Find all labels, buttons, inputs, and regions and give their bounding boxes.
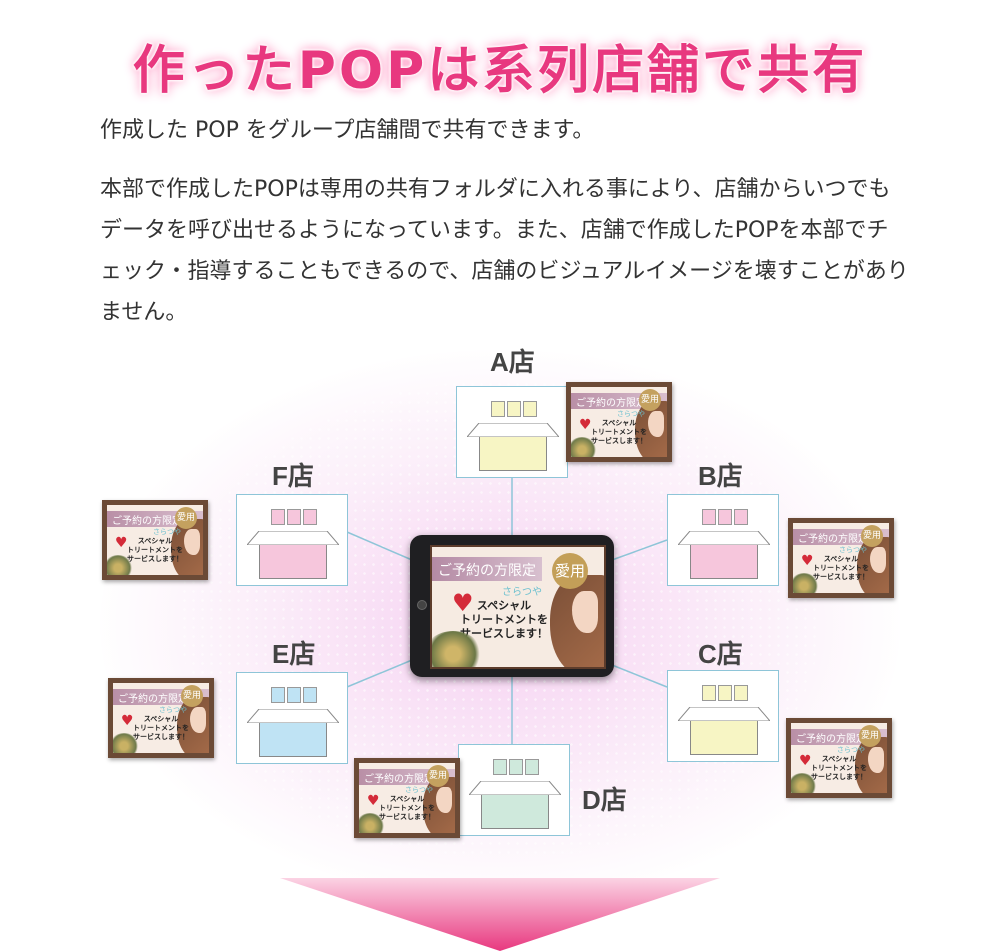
description-lead: 作成した POP をグループ店舗間で共有できます。 [100, 118, 595, 143]
line-e [346, 659, 413, 688]
store-window [507, 401, 521, 417]
pop-card-f: ご予約の方限定 愛用 さらつや ♥ スペシャルトリートメントをサービスします！ [102, 500, 208, 580]
pop-card-a: ご予約の方限定 愛用 さらつや ♥ スペシャルトリートメントをサービスします！ [566, 382, 672, 462]
plant-decoration [107, 555, 133, 575]
plant-decoration [359, 813, 385, 833]
store-window [303, 509, 317, 525]
store-d [458, 744, 570, 836]
store-window [523, 401, 537, 417]
store-roof [678, 531, 770, 545]
pop-badge: 愛用 [175, 507, 197, 529]
store-window [271, 687, 285, 703]
pop-header: ご予約の方限定 [432, 557, 542, 581]
heart-icon: ♥ [452, 589, 474, 617]
description: 作成した POP をグループ店舗間で共有できます。 本部で作成したPOPは専用の… [100, 110, 910, 351]
pop-badge: 愛用 [552, 553, 588, 589]
store-b [667, 494, 779, 586]
store-window [509, 759, 523, 775]
store-roof [247, 531, 339, 545]
pop-text: スペシャルトリートメントをサービスします！ [591, 419, 647, 445]
store-roof [469, 781, 561, 795]
store-c-label: C店 [698, 639, 743, 669]
pop-badge: 愛用 [639, 389, 661, 411]
pop-text: スペシャルトリートメントをサービスします！ [379, 795, 435, 821]
store-window [702, 685, 716, 701]
plant-decoration [793, 573, 819, 593]
store-window [734, 509, 748, 525]
down-arrow-icon [280, 878, 720, 951]
heart-icon: ♥ [367, 793, 380, 809]
store-window [718, 685, 732, 701]
store-a [456, 386, 568, 478]
pop-badge: 愛用 [427, 765, 449, 787]
plant-decoration [571, 437, 597, 457]
pop-card-c: ご予約の方限定 愛用 さらつや ♥ スペシャルトリートメントをサービスします！ [786, 718, 892, 798]
store-window [491, 401, 505, 417]
pop-card-b: ご予約の方限定 愛用 さらつや ♥ スペシャルトリートメントをサービスします！ [788, 518, 894, 598]
heart-icon: ♥ [801, 553, 814, 569]
store-e [236, 672, 348, 764]
store-window [718, 509, 732, 525]
pop-card-e: ご予約の方限定 愛用 さらつや ♥ スペシャルトリートメントをサービスします！ [108, 678, 214, 758]
description-body: 本部で作成したPOPは専用の共有フォルダに入れる事により、店舗からいつでもデータ… [100, 177, 909, 325]
heart-icon: ♥ [121, 713, 134, 729]
store-roof [467, 423, 559, 437]
pop-text: スペシャルトリートメントをサービスします！ [133, 715, 189, 741]
pop-text: スペシャルトリートメントをサービスします！ [813, 555, 869, 581]
store-b-label: B店 [698, 461, 743, 491]
store-f [236, 494, 348, 586]
pop-badge: 愛用 [859, 725, 881, 747]
line-f [346, 531, 413, 561]
pop-badge: 愛用 [861, 525, 883, 547]
store-c [667, 670, 779, 762]
store-front [690, 545, 758, 579]
store-front [259, 545, 327, 579]
store-d-label: D店 [582, 785, 627, 815]
heart-icon: ♥ [115, 535, 128, 551]
plant-decoration [113, 733, 139, 753]
store-roof [678, 707, 770, 721]
store-window [287, 687, 301, 703]
line-c [611, 664, 668, 688]
store-window [525, 759, 539, 775]
store-front [479, 437, 547, 471]
store-front [259, 723, 327, 757]
pop-card-d: ご予約の方限定 愛用 さらつや ♥ スペシャルトリートメントをサービスします！ [354, 758, 460, 838]
line-b [611, 539, 668, 561]
heart-icon: ♥ [799, 753, 812, 769]
central-tablet: ご予約の方限定 愛用 さらつや ♥ スペシャルトリートメントをサービスします！ [410, 535, 614, 677]
store-window [303, 687, 317, 703]
plant-decoration [432, 631, 482, 667]
store-window [702, 509, 716, 525]
store-roof [247, 709, 339, 723]
heart-icon: ♥ [579, 417, 592, 433]
store-window [493, 759, 507, 775]
pop-text: スペシャルトリートメントをサービスします！ [460, 599, 548, 640]
store-a-label: A店 [490, 347, 535, 377]
plant-decoration [791, 773, 817, 793]
store-window [734, 685, 748, 701]
store-front [481, 795, 549, 829]
camera-icon [417, 600, 427, 610]
pop-text: スペシャルトリートメントをサービスします！ [811, 755, 867, 781]
store-window [287, 509, 301, 525]
page-title: 作ったPOPは系列店舗で共有 [132, 41, 868, 101]
pop-text: スペシャルトリートメントをサービスします！ [127, 537, 183, 563]
tablet-screen: ご予約の方限定 愛用 さらつや ♥ スペシャルトリートメントをサービスします！ [430, 545, 606, 669]
pop-badge: 愛用 [181, 685, 203, 707]
store-f-label: F店 [272, 461, 314, 491]
store-window [271, 509, 285, 525]
store-front [690, 721, 758, 755]
store-e-label: E店 [272, 639, 316, 669]
